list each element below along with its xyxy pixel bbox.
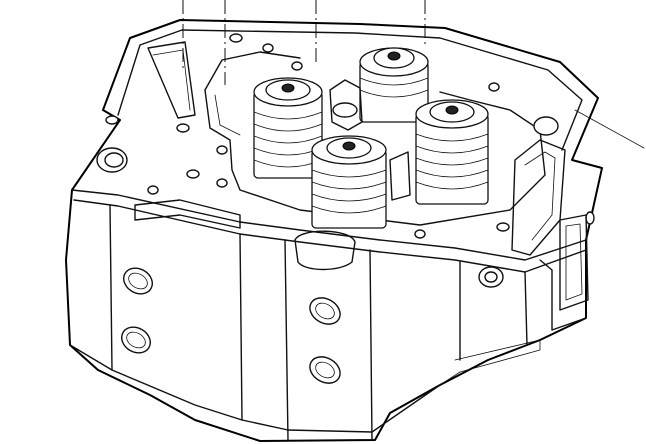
left-port [96, 147, 128, 173]
side-plug [478, 211, 595, 288]
deck-pockets [134, 41, 566, 271]
valve-axis-lines [182, 0, 645, 149]
valve-spring-rear-left [253, 77, 323, 179]
head-block-body [65, 19, 603, 442]
right-side-window [559, 214, 589, 311]
injector-boss [329, 79, 411, 201]
valve-spring-right [415, 99, 489, 205]
deck-bolt-holes [105, 33, 559, 239]
front-ports [120, 267, 341, 384]
valve-spring-front [311, 135, 387, 229]
